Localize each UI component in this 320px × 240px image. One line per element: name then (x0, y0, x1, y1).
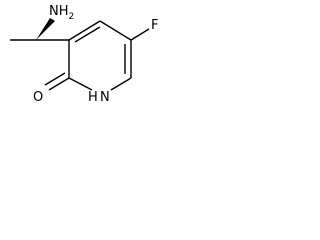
molecule-structure-drawing: NH2 F O N H (10, 4, 158, 105)
bond-c6-n1 (110, 77, 132, 91)
oxygen-label: O (33, 90, 43, 105)
amine-label: NH2 (49, 4, 74, 22)
bond-c2-oxygen-double (44, 72, 66, 86)
bond-c5-fluorine (130, 28, 150, 41)
ring-nitrogen-hydrogen-label: H (88, 90, 98, 105)
fluorine-label: F (151, 18, 158, 33)
bond-c4-c5 (99, 20, 132, 41)
amine-symbol: NH (49, 4, 69, 19)
bond-n1-c2 (68, 77, 93, 91)
bond-c3-c4-inner (74, 26, 101, 43)
ring-nitrogen-label: N (100, 90, 110, 105)
amine-subscript: 2 (69, 12, 75, 22)
bond-c2-oxygen (48, 77, 70, 91)
wedge-bond-stereocenter-amine (36, 18, 55, 40)
bond-c3-c4 (68, 20, 101, 41)
